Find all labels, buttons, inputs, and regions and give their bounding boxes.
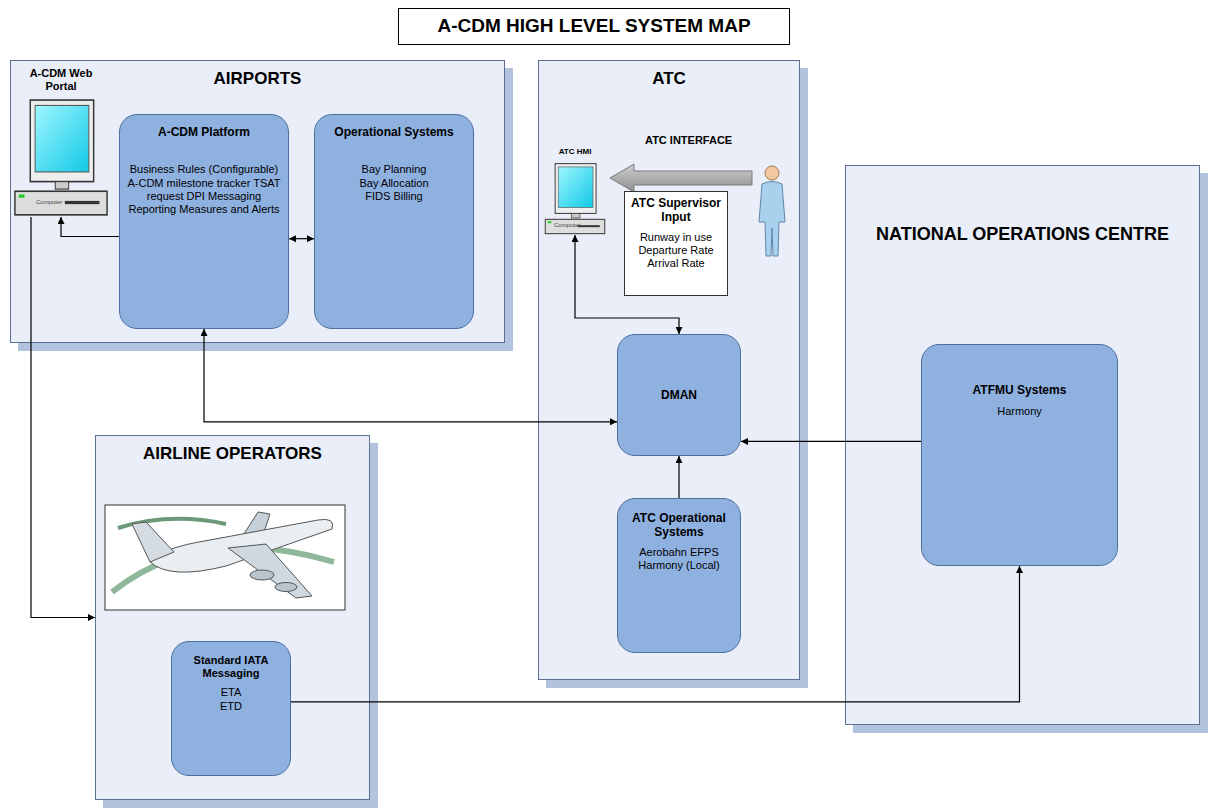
node-heading: Standard IATA Messaging xyxy=(178,654,284,680)
node-heading: ATFMU Systems xyxy=(973,383,1067,397)
region-panel: ATC ATC HMI ATC Supervisor InputRunway in … xyxy=(538,60,800,680)
system-box: ATFMU SystemsHarmony xyxy=(921,344,1118,566)
region-panel: AIRLINE OPERATORS Standard IATA Messaging… xyxy=(95,435,370,800)
device-label: Computer xyxy=(554,222,580,228)
system-box: Standard IATA MessagingETA ETD xyxy=(171,641,291,776)
person-figure xyxy=(759,166,785,256)
system-box: A-CDM PlatformBusiness Rules (Configurab… xyxy=(119,114,289,329)
node-heading: ATC HMI xyxy=(544,147,606,157)
node-body: ETA ETD xyxy=(211,686,251,712)
computer-icon: ATC HMI xyxy=(544,147,606,235)
node-heading: ATC Supervisor Input xyxy=(628,196,724,225)
device-label: Computer xyxy=(36,199,62,205)
node-heading: NATIONAL OPERATIONS CENTRE xyxy=(846,224,1199,246)
connector-line xyxy=(204,329,617,422)
interface-label: ATC INTERFACE xyxy=(645,134,732,146)
airplane-picture xyxy=(105,505,345,610)
node-heading: ATC Operational Systems xyxy=(624,511,734,540)
node-heading: A-CDM Platform xyxy=(158,125,250,139)
connector-line xyxy=(31,217,95,618)
node-heading: Operational Systems xyxy=(334,125,453,139)
region-panel: NATIONAL OPERATIONS CENTRE ATFMU SystemsH… xyxy=(845,165,1200,725)
diagram-title: A-CDM HIGH LEVEL SYSTEM MAP xyxy=(398,8,790,45)
connector-line xyxy=(61,217,119,237)
system-box: Operational SystemsBay Planning Bay Allo… xyxy=(314,114,474,329)
node-body: Runway in use Departure Rate Arrival Rat… xyxy=(628,231,724,271)
node-heading: A-CDM Web Portal xyxy=(13,67,109,93)
node-body: Business Rules (Configurable) A-CDM mile… xyxy=(126,163,282,216)
node-body: Harmony xyxy=(997,405,1042,418)
connector-line xyxy=(575,235,679,334)
input-arrow xyxy=(610,164,752,192)
node-heading: AIRLINE OPERATORS xyxy=(96,444,369,464)
system-box: ATC Operational SystemsAerobahn EFPS Har… xyxy=(617,498,741,653)
connector-line xyxy=(678,456,679,498)
node-body: Bay Planning Bay Allocation FIDS Billing xyxy=(354,163,434,203)
region-panel: AIRPORTSA-CDM Web PortalA-CDM PlatformBu… xyxy=(10,60,505,343)
connector-line xyxy=(291,566,1020,702)
node-heading: ATC xyxy=(539,69,799,89)
node-heading: DMAN xyxy=(661,388,697,402)
node-body: Aerobahn EFPS Harmony (Local) xyxy=(624,546,734,572)
connector-line xyxy=(741,441,921,442)
input-box: ATC Supervisor InputRunway in use Depart… xyxy=(624,191,728,296)
connector-line xyxy=(289,238,314,239)
system-box: DMAN xyxy=(617,334,741,456)
computer-icon: A-CDM Web Portal xyxy=(13,67,109,217)
